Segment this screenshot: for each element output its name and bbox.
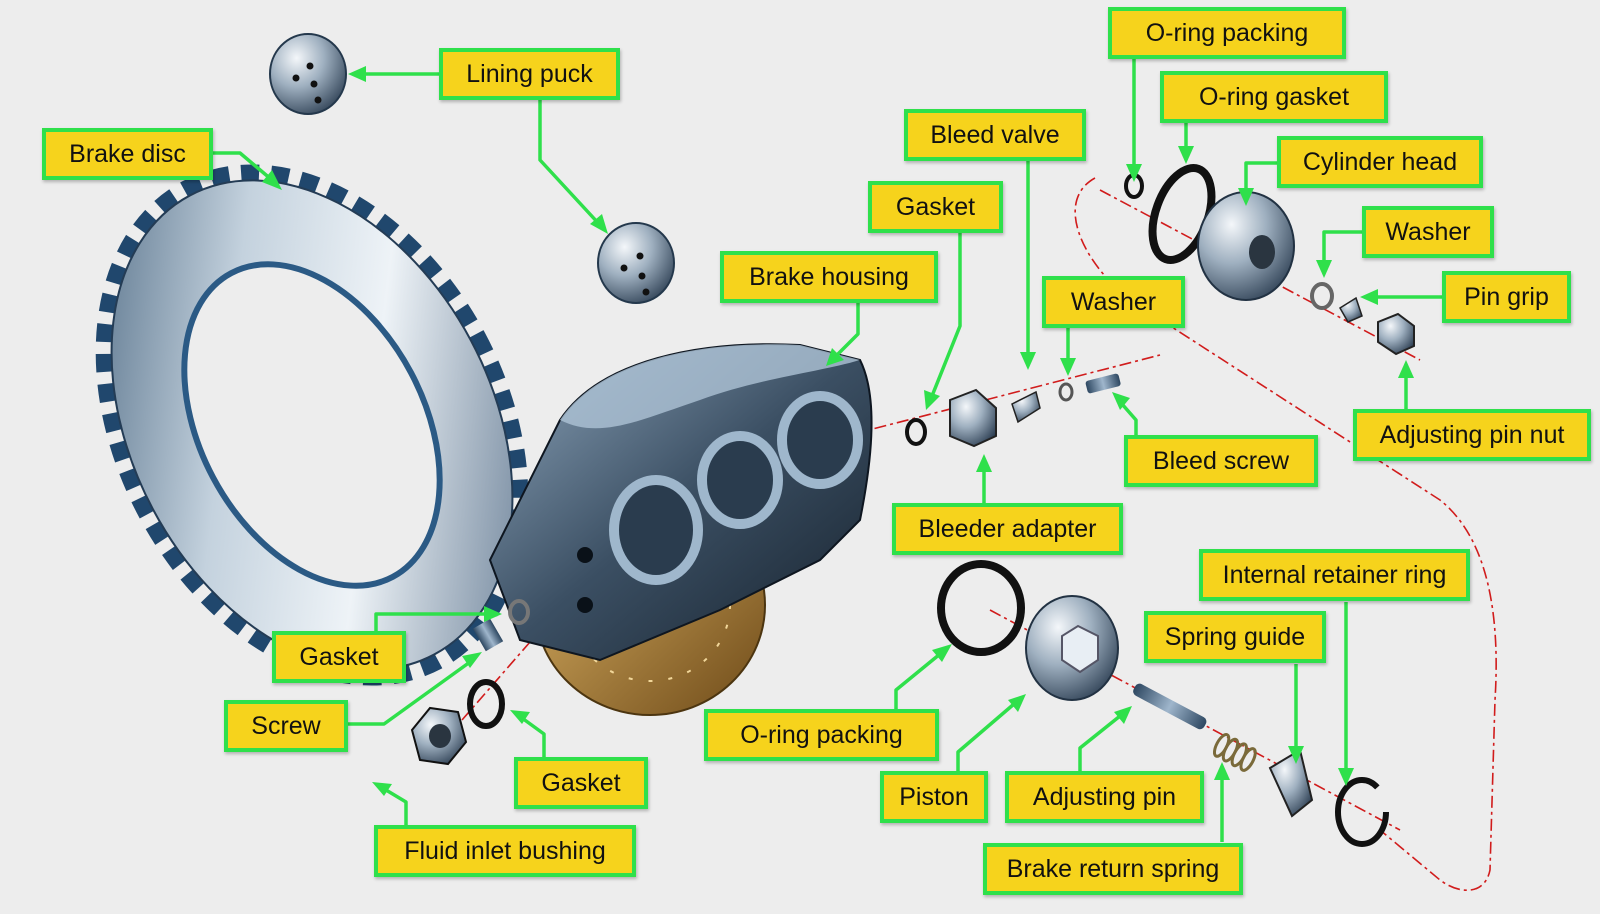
brake-disc-part	[95, 164, 529, 686]
label-bleeder-adapter: Bleeder adapter	[892, 503, 1123, 555]
label-gasket-bottom: Gasket	[514, 757, 648, 809]
cylinder-head-part	[1124, 164, 1415, 356]
label-washer-middle: Washer	[1042, 276, 1185, 328]
label-o-ring-gasket: O-ring gasket	[1160, 71, 1388, 123]
label-lining-puck: Lining puck	[439, 48, 620, 100]
label-washer-right: Washer	[1362, 206, 1494, 258]
lining-puck-part	[269, 33, 675, 304]
label-adjusting-pin-nut: Adjusting pin nut	[1353, 409, 1591, 461]
label-brake-disc: Brake disc	[42, 128, 213, 180]
label-pin-grip: Pin grip	[1442, 271, 1571, 323]
label-piston: Piston	[880, 771, 988, 823]
label-cylinder-head: Cylinder head	[1277, 136, 1483, 188]
bleed-assembly-part	[905, 373, 1121, 448]
label-o-ring-packing-bottom: O-ring packing	[704, 709, 939, 761]
label-o-ring-packing-top: O-ring packing	[1108, 7, 1346, 59]
label-fluid-inlet-bushing: Fluid inlet bushing	[374, 825, 636, 877]
label-adjusting-pin: Adjusting pin	[1005, 771, 1204, 823]
label-screw: Screw	[224, 700, 348, 752]
brake-housing-part	[488, 343, 873, 662]
label-bleed-valve: Bleed valve	[904, 109, 1086, 161]
label-brake-housing: Brake housing	[720, 251, 938, 303]
inlet-fittings-part	[410, 599, 530, 766]
label-spring-guide: Spring guide	[1144, 611, 1326, 663]
label-internal-retainer-ring: Internal retainer ring	[1199, 549, 1470, 601]
leader-lines	[212, 57, 1444, 842]
piston-assembly-part	[937, 560, 1389, 847]
label-gasket-left: Gasket	[272, 631, 406, 683]
label-bleed-screw: Bleed screw	[1124, 435, 1318, 487]
label-brake-return-spring: Brake return spring	[983, 843, 1243, 895]
label-gasket-top: Gasket	[868, 181, 1003, 233]
